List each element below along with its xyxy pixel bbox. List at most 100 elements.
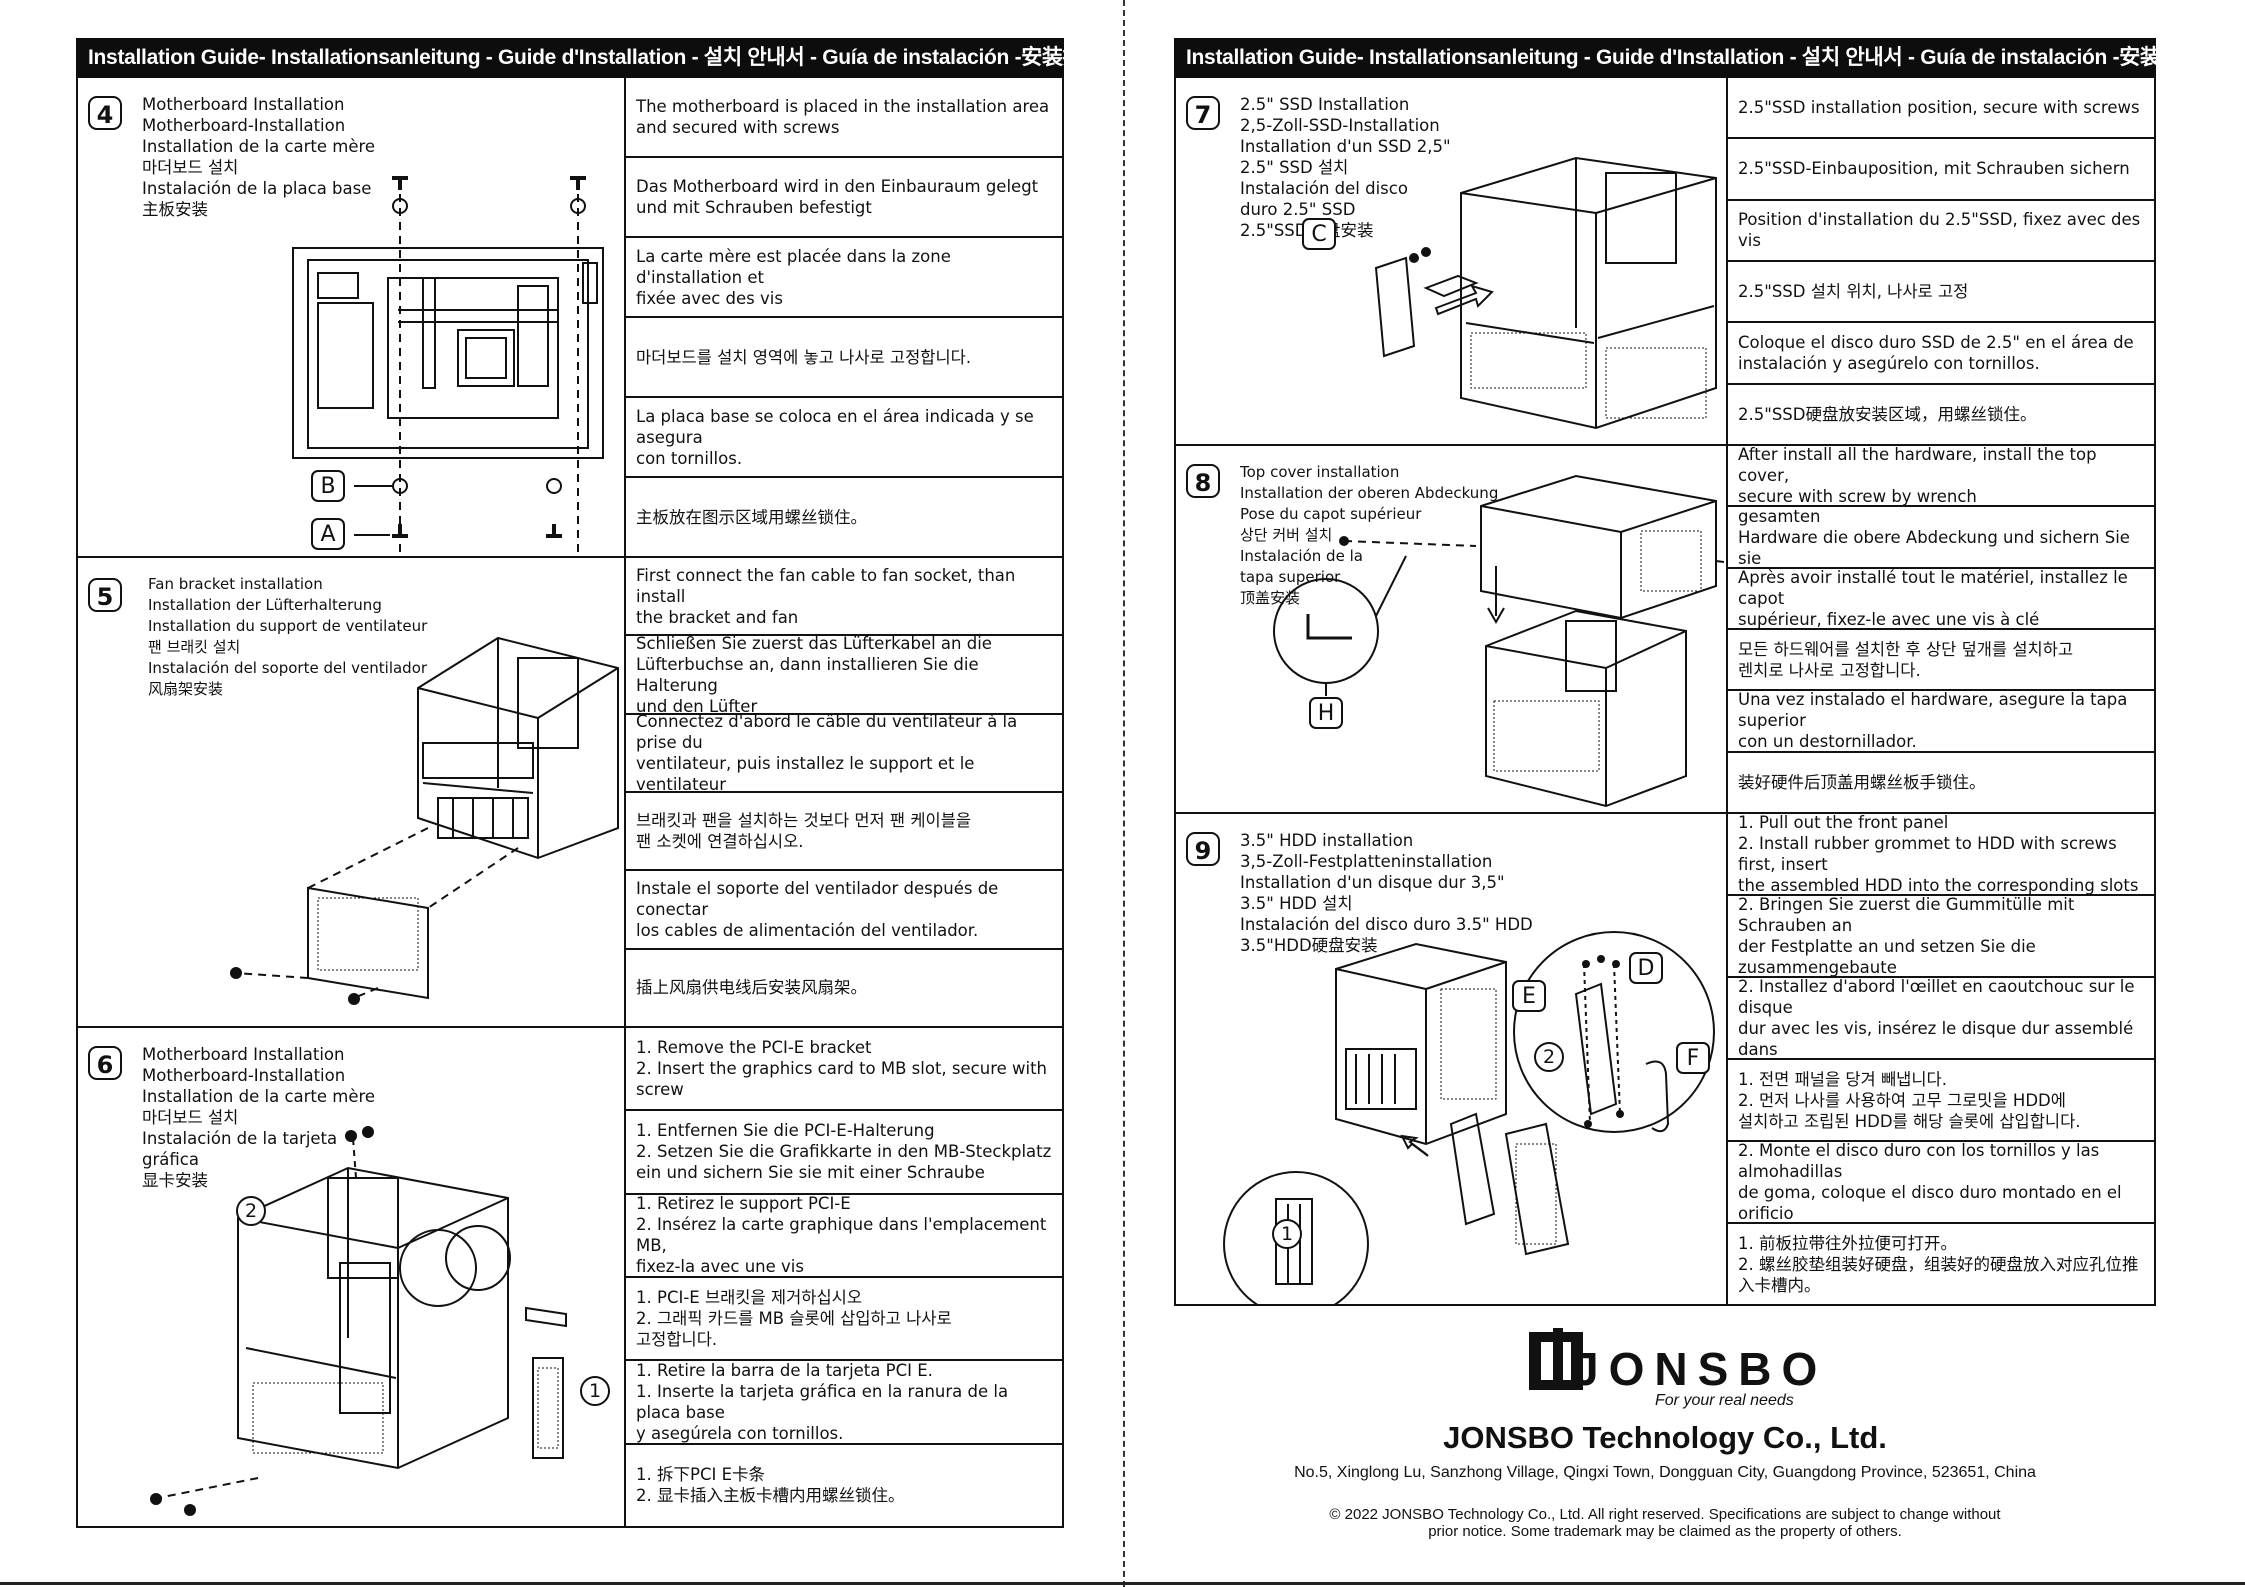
top-cover-illustration [1273, 474, 1728, 808]
title-line: Installation de la carte mère [142, 137, 376, 156]
step-text: 1. Entfernen Sie die PCI-E-Halterung 2. … [626, 1111, 1062, 1195]
title-line: Instalación de la [1240, 547, 1363, 565]
title-line: 2,5-Zoll-SSD-Installation [1240, 116, 1440, 135]
logo-tagline: For your real needs [1655, 1392, 1794, 1409]
section-5-steps: First connect the fan cable to fan socke… [626, 558, 1062, 1026]
section-6-steps: 1. Remove the PCI-E bracket 2. Insert th… [626, 1028, 1062, 1526]
step-text: 装好硬件后顶盖用螺丝板手锁住。 [1738, 772, 1986, 792]
copyright-line: © 2022 JONSBO Technology Co., Ltd. All r… [1329, 1506, 2001, 1523]
section-9-steps: 1. Pull out the front panel 2. Install r… [1728, 814, 2154, 1304]
section-9-titles: 3.5" HDD installation 3,5-Zoll-Festplatt… [1240, 830, 1533, 956]
step-text: Après avoir installé tout le matériel, i… [1728, 569, 2154, 630]
title-line: Instalación de la tarjeta [142, 1129, 338, 1148]
step-text: 主板放在图示区域用螺丝锁住。 [636, 507, 867, 527]
title-line: 마더보드 설치 [142, 1108, 239, 1127]
company-address: No.5, Xinglong Lu, Sanzhong Village, Qin… [1294, 1464, 2036, 1481]
title-line: 팬 브래킷 설치 [148, 638, 241, 656]
step-text: 1. 拆下PCI E卡条 2. 显卡插入主板卡槽内用螺丝锁住。 [636, 1465, 905, 1506]
title-line: Motherboard Installation [142, 1045, 345, 1064]
step-text: La placa base se coloca en el área indic… [626, 398, 1062, 478]
title-line: Fan bracket installation [148, 575, 323, 593]
label-h: H [1309, 697, 1343, 729]
step-text: Connectez d'abord le câble du ventilateu… [626, 715, 1062, 793]
section-8-titles: Top cover installation Installation der … [1240, 462, 1498, 609]
section-7-figure: 7 2.5" SSD Installation 2,5-Zoll-SSD-Ins… [1176, 78, 1728, 444]
section-7-titles: 2.5" SSD Installation 2,5-Zoll-SSD-Insta… [1240, 94, 1451, 241]
step-text: 브래킷과 팬을 설치하는 것보다 먼저 팬 케이블을 팬 소켓에 연결하십시오. [626, 793, 1062, 872]
label-e: E [1512, 980, 1546, 1012]
section-5-titles: Fan bracket installation Installation de… [148, 574, 427, 700]
section-6-figure: 6 Motherboard Installation Motherboard-I… [78, 1028, 626, 1526]
title-line: 显卡安装 [142, 1171, 208, 1190]
label-c: C [1302, 218, 1336, 250]
step-number: 7 [1186, 96, 1220, 130]
title-line: Installation d'un disque dur 3,5" [1240, 873, 1505, 892]
title-line: Motherboard Installation [142, 95, 345, 114]
title-line: 3.5" HDD 설치 [1240, 894, 1353, 913]
title-line: 3.5" HDD installation [1240, 831, 1414, 850]
label-b: B [311, 470, 345, 502]
step-number: 9 [1186, 832, 1220, 866]
section-9-figure: 9 3.5" HDD installation 3,5-Zoll-Festpla… [1176, 814, 1728, 1306]
step-text: 1. Retirez le support PCI-E 2. Insérez l… [626, 1195, 1062, 1278]
callout-2: 2 [236, 1196, 266, 1226]
title-line: 主板安装 [142, 200, 208, 219]
title-line: 3,5-Zoll-Festplatteninstallation [1240, 852, 1493, 871]
section-7-steps: 2.5"SSD installation position, secure wi… [1728, 78, 2154, 444]
title-line: Instalación del soporte del ventilador [148, 659, 428, 677]
callout-1: 1 [1272, 1219, 1302, 1249]
step-text: The motherboard is placed in the install… [626, 78, 1062, 158]
section-5-figure: 5 Fan bracket installation Installation … [78, 558, 626, 1026]
step-text: 1. 전면 패널을 당겨 빼냅니다. 2. 먼저 나사를 사용하여 고무 그로밋… [1728, 1060, 2154, 1142]
section-4-steps: The motherboard is placed in the install… [626, 78, 1062, 556]
step-text: Schließen Sie zuerst das Lüfterkabel an … [626, 636, 1062, 715]
step-text: 1. Remove the PCI-E bracket 2. Insert th… [626, 1028, 1062, 1112]
step-text: 마더보드를 설치 영역에 놓고 나사로 고정합니다. [626, 318, 1062, 398]
title-line: Installation de la carte mère [142, 1087, 376, 1106]
step-text: First connect the fan cable to fan socke… [626, 558, 1062, 637]
step-number: 4 [88, 96, 122, 130]
section-5: 5 Fan bracket installation Installation … [76, 558, 1064, 1028]
section-9: 9 3.5" HDD installation 3,5-Zoll-Festpla… [1174, 814, 2156, 1306]
step-text: 모든 하드웨어를 설치한 후 상단 덮개를 설치하고 렌치로 나사로 고정합니다… [1728, 630, 2154, 692]
company-name: JONSBO Technology Co., Ltd. [1443, 1420, 1887, 1455]
fold-divider [1123, 0, 1125, 1587]
title-line: Installation der Lüfterhalterung [148, 596, 382, 614]
page-header: Installation Guide- Installationsanleitu… [76, 38, 1064, 78]
section-8-steps: After install all the hardware, install … [1728, 446, 2154, 812]
title-line: 3.5"HDD硬盘安装 [1240, 936, 1378, 955]
title-line: Motherboard-Installation [142, 1066, 346, 1085]
section-7: 7 2.5" SSD Installation 2,5-Zoll-SSD-Ins… [1174, 78, 2156, 446]
title-line: duro 2.5" SSD [1240, 200, 1356, 219]
title-line: 상단 커버 설치 [1240, 526, 1333, 544]
step-text: 2.5"SSD 설치 위치, 나사로 고정 [1728, 262, 2154, 324]
page-header: Installation Guide- Installationsanleitu… [1174, 38, 2156, 78]
title-line: Instalación de la placa base [142, 179, 372, 198]
step-text: 2.5"SSD硬盘放安装区域，用螺丝锁住。 [1738, 404, 2037, 424]
section-6: 6 Motherboard Installation Motherboard-I… [76, 1028, 1064, 1528]
title-line: 风扇架安装 [148, 680, 224, 698]
callout-2: 2 [1534, 1042, 1564, 1072]
hdd-illustration [1223, 931, 1715, 1306]
title-line: 2.5" SSD Installation [1240, 95, 1410, 114]
jonsbo-logo: JONSBO For your real needs [1515, 1328, 1817, 1418]
title-line: Installation du support de ventilateur [148, 617, 428, 635]
title-line: Installation d'un SSD 2,5" [1240, 137, 1451, 156]
title-line: tapa superior [1240, 568, 1341, 586]
step-text: Position d'installation du 2.5"SSD, fixe… [1728, 201, 2154, 262]
step-text: 2.5"SSD installation position, secure wi… [1728, 78, 2154, 140]
step-text: 2.5"SSD-Einbauposition, mit Schrauben si… [1728, 139, 2154, 201]
title-line: 顶盖安装 [1240, 589, 1301, 607]
graphics-card-illustration [150, 1126, 567, 1516]
title-line: Top cover installation [1240, 463, 1400, 481]
label-d: D [1629, 952, 1663, 984]
section-4-figure: 4 Motherboard Installation Motherboard-I… [78, 78, 626, 558]
step-text: Das Motherboard wird in den Einbauraum g… [626, 158, 1062, 238]
section-8: 8 Top cover installation Installation de… [1174, 446, 2156, 814]
copyright-line: prior notice. Some trademark may be clai… [1428, 1523, 1902, 1540]
section-4: 4 Motherboard Installation Motherboard-I… [76, 78, 1064, 558]
title-line: gráfica [142, 1150, 199, 1169]
title-line: Instalación del disco duro 3.5" HDD [1240, 915, 1533, 934]
title-line: 마더보드 설치 [142, 158, 239, 177]
step-text: 1. Retire la barra de la tarjeta PCI E. … [626, 1361, 1062, 1445]
